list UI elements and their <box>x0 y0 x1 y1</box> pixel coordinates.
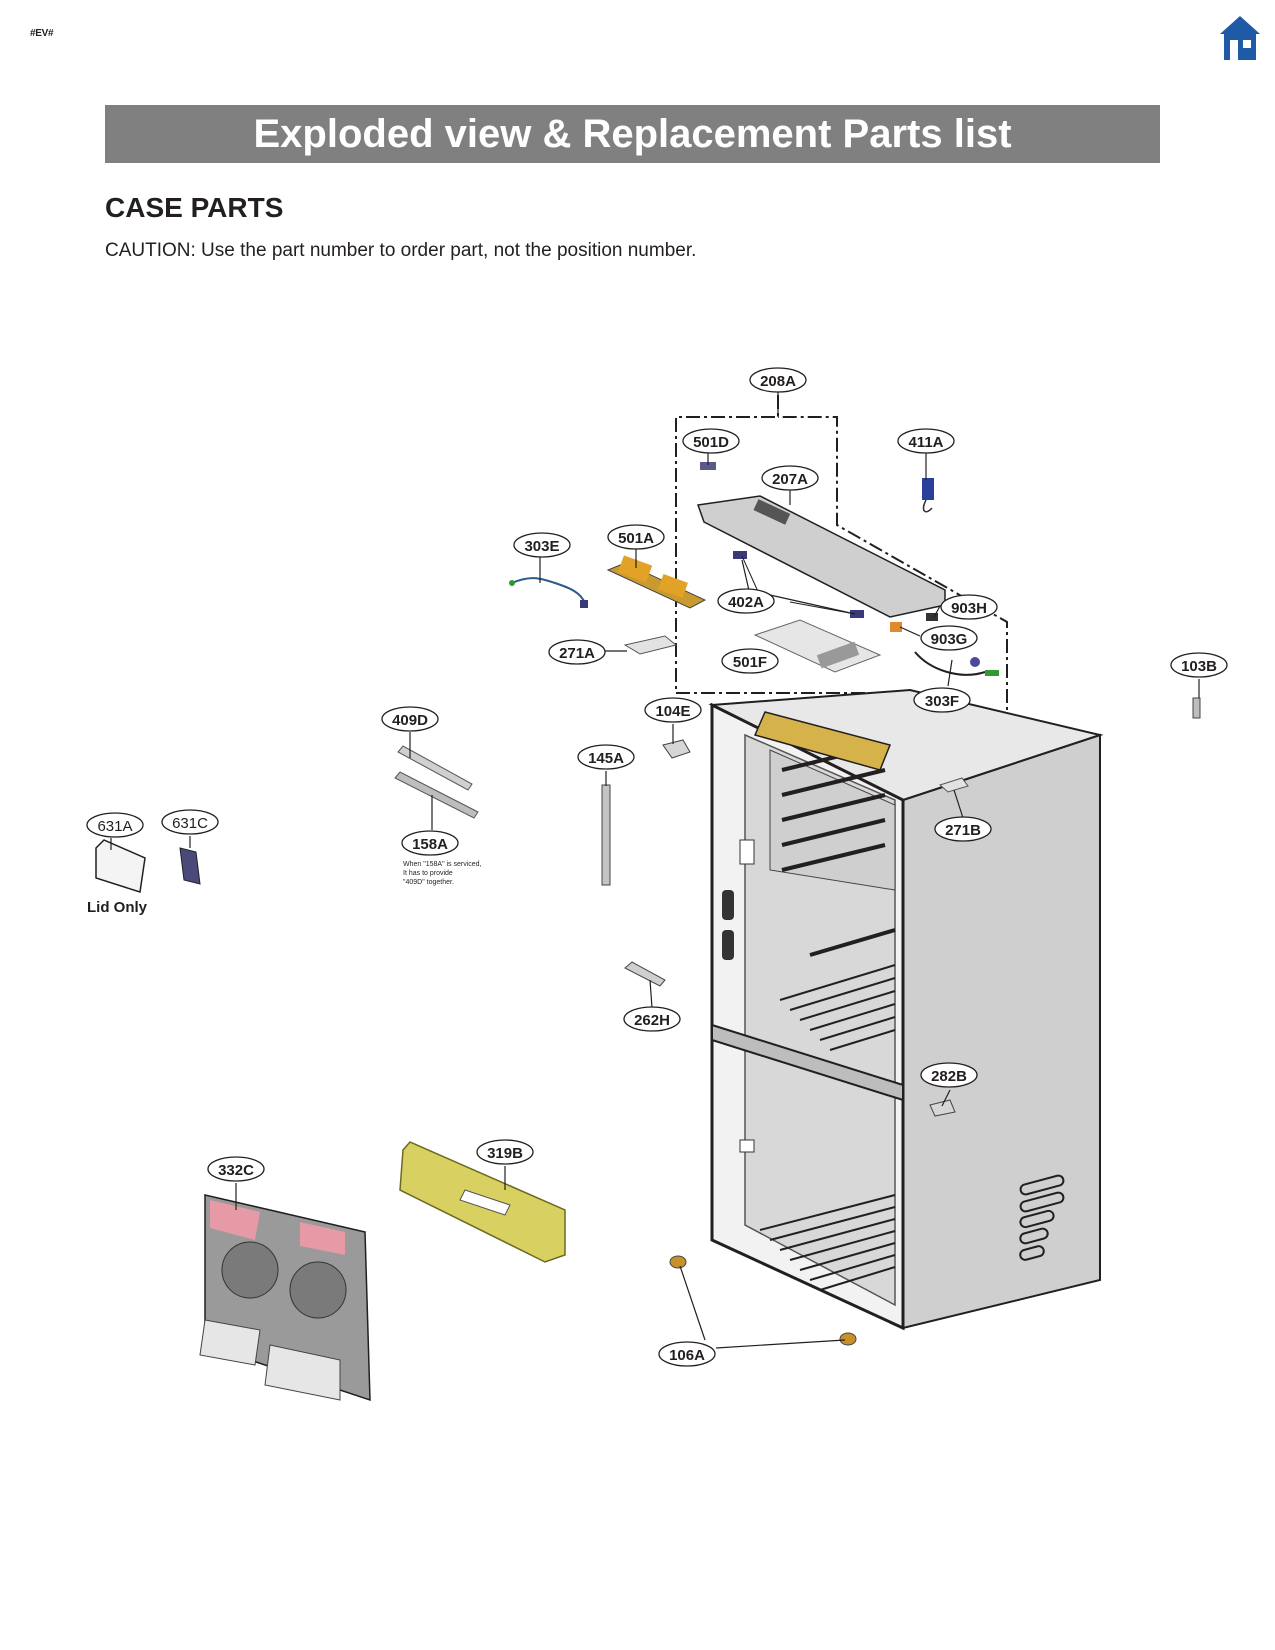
callout-402a: 402A <box>717 588 775 614</box>
part-411a <box>922 478 934 513</box>
callout-319b: 319B <box>476 1139 534 1165</box>
svg-text:158A: 158A <box>412 836 448 853</box>
part-282b <box>929 1099 956 1117</box>
svg-text:103B: 103B <box>1181 658 1217 675</box>
callout-262h: 262H <box>623 1006 681 1032</box>
svg-text:501F: 501F <box>733 654 767 671</box>
callout-282b: 282B <box>920 1062 978 1088</box>
svg-text:903H: 903H <box>951 600 987 617</box>
svg-text:319B: 319B <box>487 1145 523 1162</box>
part-103b <box>1192 697 1201 719</box>
svg-text:145A: 145A <box>588 750 624 767</box>
svg-text:402A: 402A <box>728 594 764 611</box>
svg-text:332C: 332C <box>218 1162 254 1179</box>
svg-text:282B: 282B <box>931 1068 967 1085</box>
svg-text:208A: 208A <box>760 373 796 390</box>
section-title: CASE PARTS <box>105 192 284 223</box>
part-501d <box>700 462 716 470</box>
callout-104e: 104E <box>644 697 702 723</box>
callout-303e: 303E <box>513 532 571 558</box>
part-409d <box>397 745 473 791</box>
part-271a <box>623 635 678 655</box>
document-tag: #EV# <box>30 28 54 39</box>
part-631a-filter-lid <box>95 839 146 893</box>
svg-text:207A: 207A <box>772 471 808 488</box>
note-158a-line3: "409D" together. <box>403 879 454 886</box>
page-title: Exploded view & Replacement Parts list <box>105 105 1160 163</box>
callout-103b: 103B <box>1170 652 1228 678</box>
svg-text:631C: 631C <box>172 815 208 832</box>
callout-271a: 271A <box>548 639 606 665</box>
lid-only-label: Lid Only <box>87 899 148 916</box>
part-271b <box>939 777 969 793</box>
callout-409d: 409D <box>381 706 439 732</box>
part-631c-filter <box>179 847 201 885</box>
callout-303f: 303F <box>913 687 971 713</box>
note-158a-line1: When "158A" is serviced, <box>403 861 482 868</box>
callout-207a: 207A <box>761 465 819 491</box>
svg-text:411A: 411A <box>908 434 943 451</box>
part-319b-drain-cover <box>399 1141 566 1263</box>
leader-lines <box>110 391 1200 1349</box>
part-303f <box>914 651 999 676</box>
part-501f <box>753 619 882 673</box>
callout-271b: 271B <box>934 816 992 842</box>
svg-text:303F: 303F <box>925 693 959 710</box>
callout-145a: 145A <box>577 744 635 770</box>
svg-text:903G: 903G <box>931 631 968 648</box>
svg-text:409D: 409D <box>392 712 428 729</box>
callout-903g: 903G <box>920 625 978 651</box>
callout-501f: 501F <box>721 648 779 674</box>
callout-501a: 501A <box>607 524 665 550</box>
part-303e <box>509 577 588 608</box>
svg-text:303E: 303E <box>524 538 559 555</box>
part-501a <box>606 555 707 609</box>
callout-411a: 411A <box>897 428 955 454</box>
refrigerator-cabinet <box>708 688 1104 1331</box>
part-903g <box>890 622 902 632</box>
part-903h <box>926 613 938 621</box>
svg-text:501A: 501A <box>618 530 654 547</box>
callout-501d: 501D <box>682 428 740 454</box>
svg-text:262H: 262H <box>634 1012 670 1029</box>
svg-text:271B: 271B <box>945 822 981 839</box>
callout-903h: 903H <box>940 594 998 620</box>
callout-158a: 158A <box>401 830 459 856</box>
part-104e <box>662 739 691 759</box>
callout-332c: 332C <box>207 1156 265 1182</box>
svg-text:271A: 271A <box>559 645 595 662</box>
callout-631a: 631A <box>86 812 144 838</box>
caution-text: CAUTION: Use the part number to order pa… <box>105 240 697 261</box>
home-icon[interactable] <box>1218 14 1262 62</box>
note-158a-line2: It has to provide <box>403 870 453 877</box>
svg-text:104E: 104E <box>655 703 690 720</box>
part-158a <box>394 771 479 819</box>
svg-text:106A: 106A <box>669 1347 705 1364</box>
svg-text:501D: 501D <box>693 434 729 451</box>
part-145a <box>601 784 611 886</box>
part-332c-fan-assembly <box>199 1194 371 1402</box>
svg-text:631A: 631A <box>97 818 132 835</box>
callout-208a: 208A <box>749 367 807 393</box>
part-106a-legs <box>669 1255 857 1346</box>
callout-106a: 106A <box>658 1341 716 1367</box>
callout-631c: 631C <box>161 809 219 835</box>
part-262h <box>624 961 666 987</box>
